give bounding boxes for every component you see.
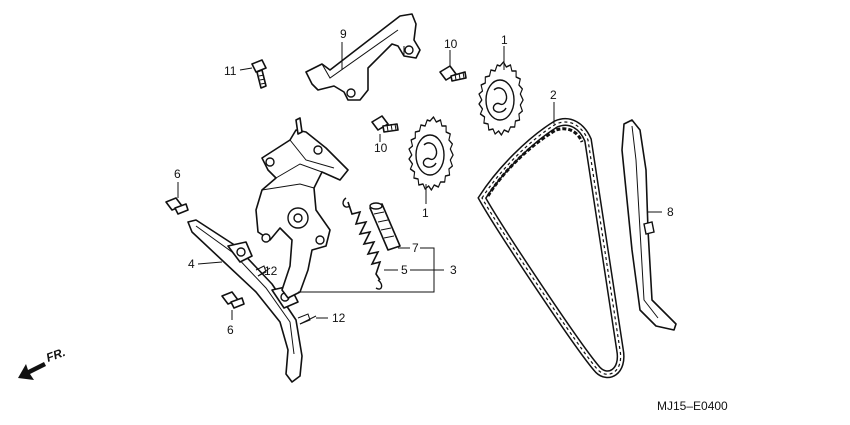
part-3-tensioner-bracket (255, 117, 349, 299)
callout-1-top: 1 (501, 33, 508, 47)
part-11-bolt (251, 59, 267, 89)
callout-1-bottom: 1 (422, 206, 429, 220)
part-12-clip-bottom (297, 313, 317, 325)
callout-11: 11 (224, 64, 237, 78)
part-1-sprocket-top (478, 61, 524, 136)
callout-6-top: 6 (174, 167, 181, 181)
part-2-cam-chain (477, 118, 625, 379)
part-12-clip-mid (255, 265, 271, 277)
callout-4: 4 (188, 257, 195, 271)
arrow-icon (18, 362, 46, 380)
callout-10-top: 10 (444, 37, 458, 51)
part-9-upper-guide (305, 13, 421, 101)
part-5-spring (342, 197, 383, 290)
front-direction-arrow: FR. (18, 345, 67, 380)
part-8-chain-guide (621, 119, 677, 331)
callout-12-bottom: 12 (332, 311, 346, 325)
part-6-bolt-top (165, 197, 189, 215)
front-label: FR. (44, 345, 67, 365)
leader-lines (177, 42, 662, 320)
callout-labels: 9 11 10 10 1 1 2 8 6 6 4 12 12 7 5 3 (174, 27, 674, 337)
part-10-bolt-mid (371, 115, 399, 133)
part-10-bolt-top (439, 65, 467, 82)
part-4-tensioner-slipper (187, 219, 303, 383)
callout-3: 3 (450, 263, 457, 277)
callout-6-bottom: 6 (227, 323, 234, 337)
callout-5: 5 (401, 263, 408, 277)
part-1-sprocket-bottom (408, 116, 454, 191)
callout-2: 2 (550, 88, 557, 102)
callout-10-mid: 10 (374, 141, 388, 155)
callout-12-mid: 12 (264, 264, 278, 278)
part-7-sleeve (369, 202, 401, 251)
drawing-code: MJ15–E0400 (657, 399, 728, 413)
callout-7: 7 (412, 241, 419, 255)
part-6-bolt-bottom (221, 291, 245, 309)
callout-8: 8 (667, 205, 674, 219)
callout-9: 9 (340, 27, 347, 41)
